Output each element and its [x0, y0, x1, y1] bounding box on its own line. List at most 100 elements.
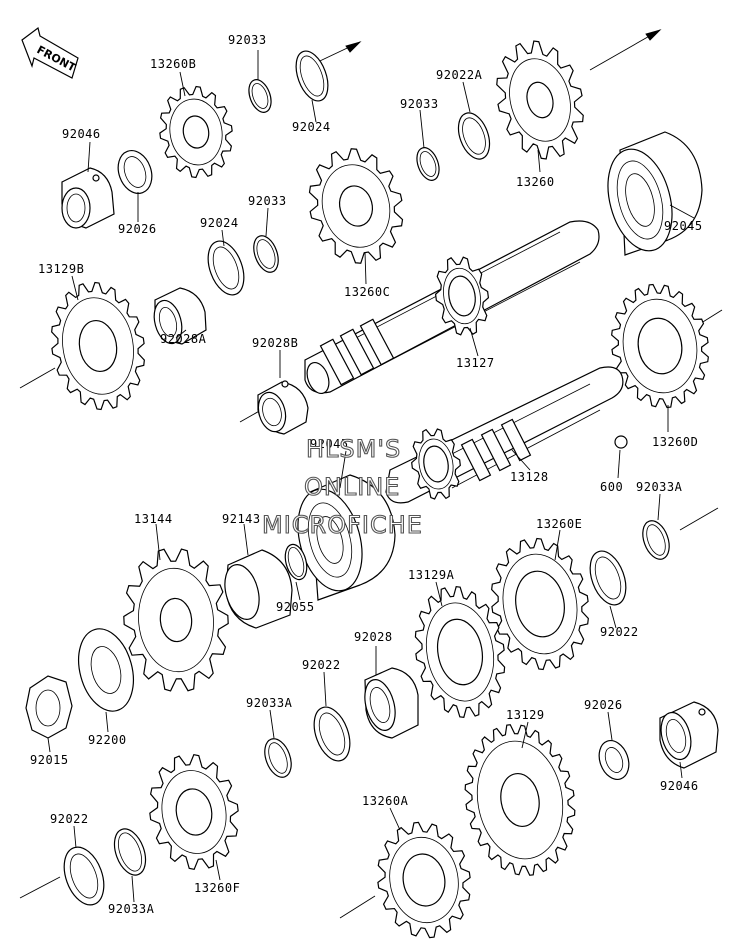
- gear-13127-teeth: [434, 256, 490, 336]
- part-number-label: 13260B: [150, 57, 196, 71]
- gear-hub: [159, 597, 193, 643]
- part-number-label: 92026: [584, 698, 623, 712]
- bushing-92046-lower: [659, 701, 719, 769]
- part-number-label: 13129: [506, 708, 545, 722]
- gear-13260A: [377, 821, 471, 939]
- part-number-label: 92022: [600, 625, 639, 639]
- gear-hub: [78, 319, 118, 373]
- part-number-label: 13128: [510, 470, 549, 484]
- ball-600: [614, 435, 628, 449]
- circlip-92033-mid: [416, 147, 440, 181]
- gear-rim: [321, 164, 391, 248]
- part-number-label: 92033: [400, 97, 439, 111]
- part-number-label: 13260F: [194, 881, 240, 895]
- gear-rim: [509, 58, 571, 142]
- sprocket-13144: [123, 548, 229, 692]
- gear-hub: [175, 788, 213, 836]
- needle-bearing-92028: [364, 667, 419, 739]
- gear-13260E: [491, 537, 589, 671]
- part-number-label: 13260: [516, 175, 555, 189]
- gear-13128-teeth: [411, 428, 461, 500]
- nut-92015: [25, 675, 73, 739]
- washer-92024-mid: [207, 240, 245, 296]
- gear-13129B: [51, 281, 145, 411]
- gear-hub: [448, 275, 476, 317]
- gear-rim: [169, 98, 223, 166]
- part-number-label: 92028A: [160, 332, 207, 346]
- gear-hub: [436, 618, 484, 686]
- gear-hub: [637, 317, 683, 375]
- watermark-line-2: ONLINE: [304, 473, 400, 501]
- part-number-label: 13260E: [536, 517, 582, 531]
- gear-rim: [418, 438, 454, 490]
- washer-92022-bottom: [63, 846, 105, 906]
- part-number-label: 13144: [134, 512, 173, 526]
- part-number-label: 13129A: [408, 568, 455, 582]
- part-number-label: 92015: [30, 753, 69, 767]
- part-number-label: 13260C: [344, 285, 390, 299]
- gear-hub: [338, 185, 374, 227]
- gear-hub: [500, 772, 540, 828]
- circlip-92033A-bottom: [113, 828, 147, 876]
- part-number-label: 600: [600, 480, 623, 494]
- part-number-label: 92022A: [436, 68, 483, 82]
- front-arrow-icon: FRONT: [21, 26, 79, 79]
- watermark-line-1: HLSM'S: [306, 435, 401, 463]
- lock-washer-92200: [78, 628, 134, 712]
- part-number-label: 92024: [200, 216, 239, 230]
- part-number-label: 92143: [222, 512, 261, 526]
- part-number-label: 92028: [354, 630, 393, 644]
- gear-hub: [423, 445, 449, 483]
- part-number-label: 92046: [62, 127, 101, 141]
- part-number-label: 92033A: [636, 480, 683, 494]
- part-number-label: 92033: [228, 33, 267, 47]
- circlip-92033A-right: [642, 520, 670, 560]
- gear-13260F: [149, 753, 239, 871]
- part-number-label: 92033A: [246, 696, 293, 710]
- gear-13260C: [308, 148, 404, 264]
- bushing-92028B: [257, 380, 309, 435]
- washer-92024-top: [295, 50, 329, 102]
- part-number-label: 13260A: [362, 794, 409, 808]
- washer-92026-top: [117, 150, 153, 194]
- gear-13260B: [159, 85, 233, 179]
- gear-hub: [526, 81, 554, 119]
- gear-rim: [443, 267, 481, 325]
- part-number-label: 92024: [292, 120, 331, 134]
- washer-92022-right: [589, 550, 627, 606]
- part-number-label: 92022: [50, 812, 89, 826]
- watermark: HLSM'S ONLINE MICROFICHE: [261, 434, 422, 539]
- circlip-92033-left: [253, 235, 279, 273]
- washer-92026-lower: [598, 740, 630, 780]
- part-number-label: 13129B: [38, 262, 84, 276]
- gear-13260D: [611, 283, 709, 409]
- collar-92143: [224, 549, 293, 629]
- bushing-92046-top: [61, 167, 115, 229]
- leader-lines: [47, 50, 695, 903]
- gear-13129: [464, 724, 576, 876]
- washer-92022A: [457, 112, 491, 160]
- circlip-92033A-center: [264, 738, 292, 778]
- gear-rim: [161, 770, 227, 854]
- part-number-label: 92200: [88, 733, 127, 747]
- washer-92022-center: [313, 706, 351, 762]
- gear-rim: [622, 298, 698, 394]
- gear-13129A: [414, 586, 506, 718]
- gear-rim: [502, 553, 578, 655]
- part-number-label: 92055: [276, 600, 315, 614]
- o-ring-92055: [284, 543, 308, 581]
- part-number-label: 92033A: [108, 902, 155, 916]
- gear-hub: [515, 570, 565, 638]
- gear-rim: [138, 567, 214, 673]
- gear-hub: [402, 853, 446, 907]
- gear-rim: [476, 740, 564, 860]
- bearing-92045-top: [607, 131, 703, 256]
- part-number-label: 92028B: [252, 336, 298, 350]
- part-number-label: 92045: [310, 437, 349, 451]
- part-number-label: 13260D: [652, 435, 698, 449]
- gear-rim: [62, 297, 134, 395]
- part-labels: 92033 13260B 92024 92022A 92046 92026 92033 132…: [30, 33, 702, 916]
- part-number-label: 92026: [118, 222, 157, 236]
